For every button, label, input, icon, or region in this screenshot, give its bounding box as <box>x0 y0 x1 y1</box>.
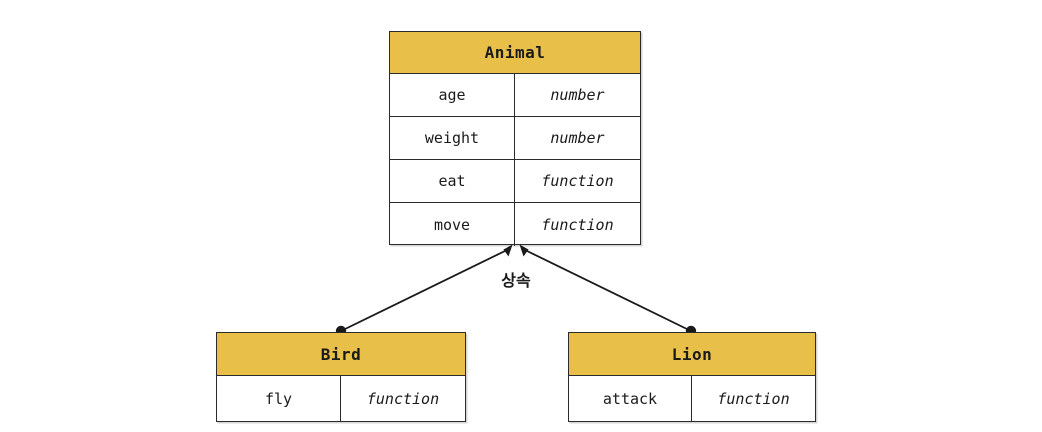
member-name: age <box>390 74 515 116</box>
uml-member-row: age number <box>390 74 640 117</box>
member-name: eat <box>390 160 515 202</box>
uml-class-bird-title: Bird <box>217 333 465 376</box>
edge-bird-to-animal <box>340 248 510 332</box>
member-type: number <box>550 129 605 147</box>
uml-class-lion-title: Lion <box>569 333 815 376</box>
uml-member-row: fly function <box>217 376 465 421</box>
member-type: function <box>541 215 614 234</box>
arrowhead-lion-to-animal <box>519 244 529 257</box>
uml-class-animal[interactable]: Animal age number weight number eat func… <box>389 31 641 246</box>
member-type: function <box>366 389 440 408</box>
edge-lion-to-animal <box>522 248 692 332</box>
uml-member-row: eat function <box>390 160 640 203</box>
edge-label-inheritance: 상속 <box>501 271 531 290</box>
uml-class-bird[interactable]: Bird fly function <box>216 332 466 422</box>
uml-class-animal-title: Animal <box>390 32 640 74</box>
uml-member-row: attack function <box>569 376 815 421</box>
uml-class-lion[interactable]: Lion attack function <box>568 332 816 422</box>
arrowhead-bird-to-animal <box>503 244 513 257</box>
member-name: move <box>390 203 515 246</box>
member-name: fly <box>217 376 341 421</box>
uml-member-row: move function <box>390 203 640 246</box>
member-type: function <box>541 172 614 190</box>
member-name: attack <box>569 376 692 421</box>
member-name: weight <box>390 117 515 159</box>
member-type: function <box>717 389 790 408</box>
uml-member-row: weight number <box>390 117 640 160</box>
member-type: number <box>550 86 605 104</box>
